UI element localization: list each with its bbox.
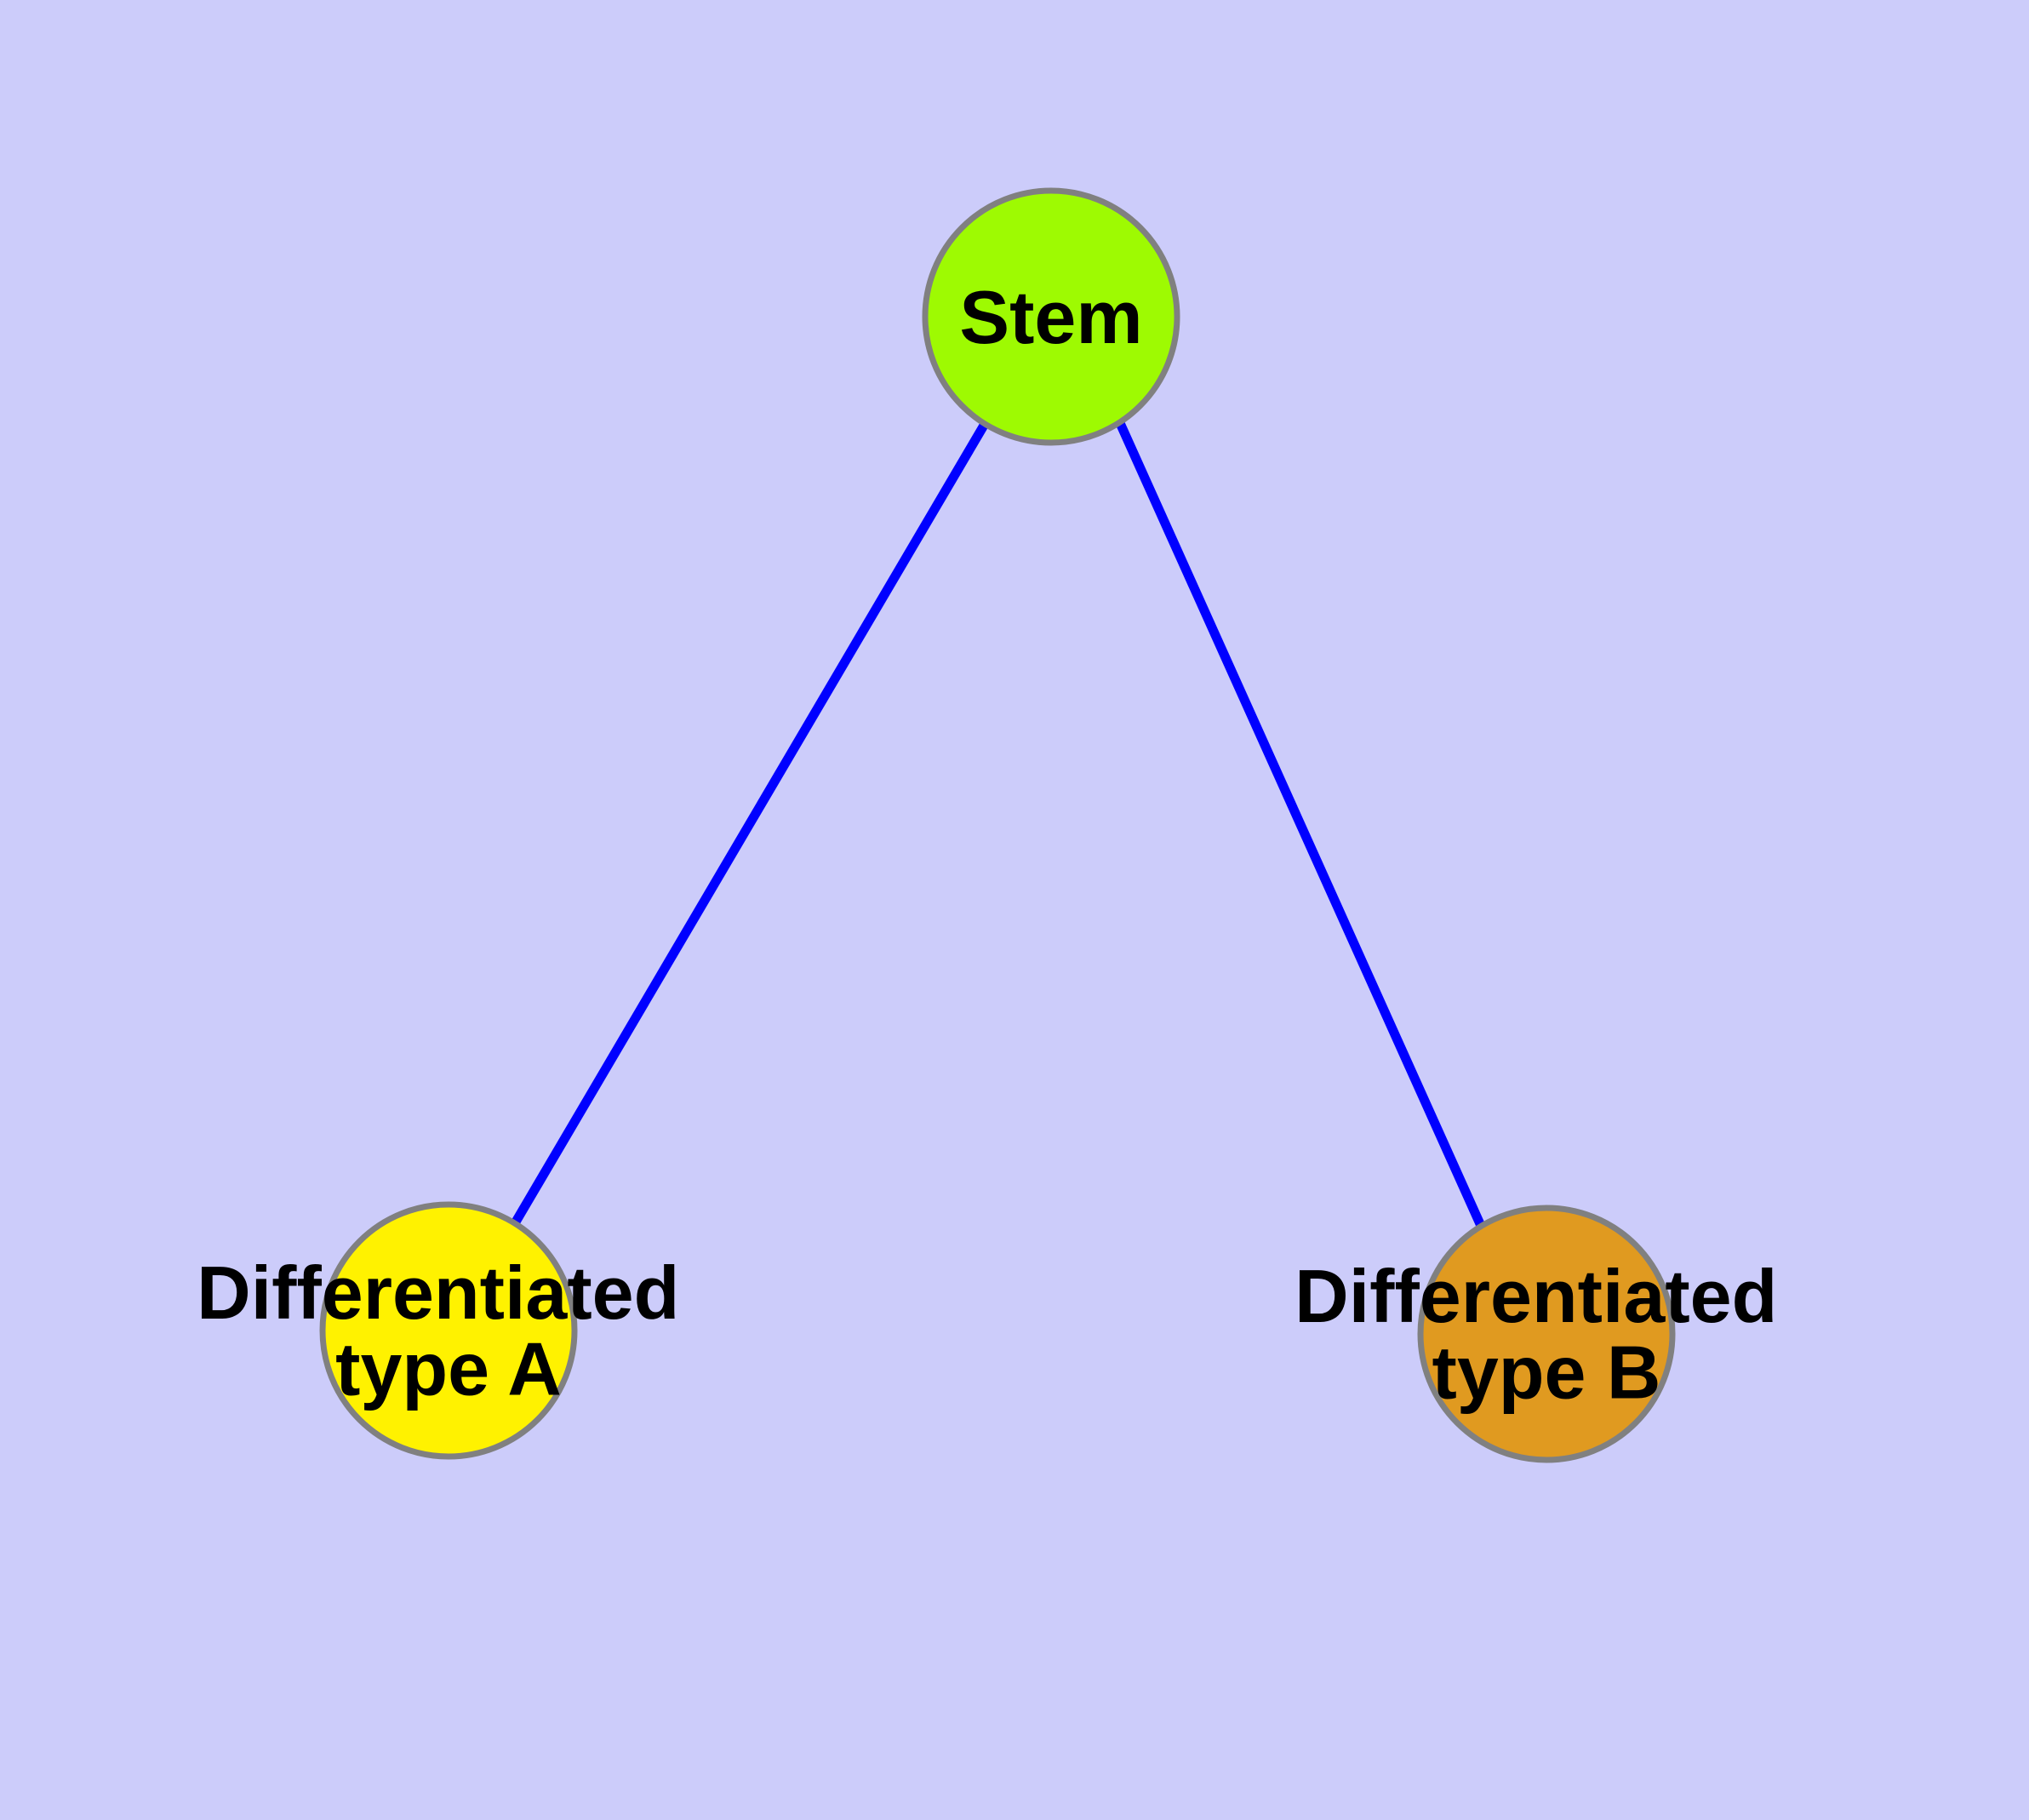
node-stem-label: Stem: [959, 275, 1142, 359]
node-differentiated-type-b[interactable]: [1417, 1205, 1676, 1463]
node-differentiated-type-a-label: Differentiated type A: [197, 1251, 700, 1411]
node-differentiated-type-a[interactable]: [319, 1201, 578, 1460]
node-differentiated-type-a-label-line-2: type A: [335, 1327, 562, 1411]
node-differentiated-type-b-label: Differentiated type B: [1295, 1254, 1798, 1415]
labels-layer: Stem Differentiated type A Differentiate…: [197, 275, 1798, 1415]
edges-layer: [511, 421, 1486, 1228]
node-stem-label-line-1: Stem: [959, 275, 1142, 359]
node-differentiated-type-b-label-line-1: Differentiated: [1295, 1254, 1777, 1338]
nodes-layer: [319, 187, 1676, 1463]
edge-stem-to-differentiated-type-b[interactable]: [1115, 421, 1486, 1228]
edge-stem-to-differentiated-type-a[interactable]: [511, 421, 989, 1226]
node-differentiated-type-b-label-line-2: type B: [1432, 1331, 1661, 1415]
node-stem[interactable]: [922, 187, 1180, 446]
node-differentiated-type-a-label-line-1: Differentiated: [197, 1251, 679, 1335]
